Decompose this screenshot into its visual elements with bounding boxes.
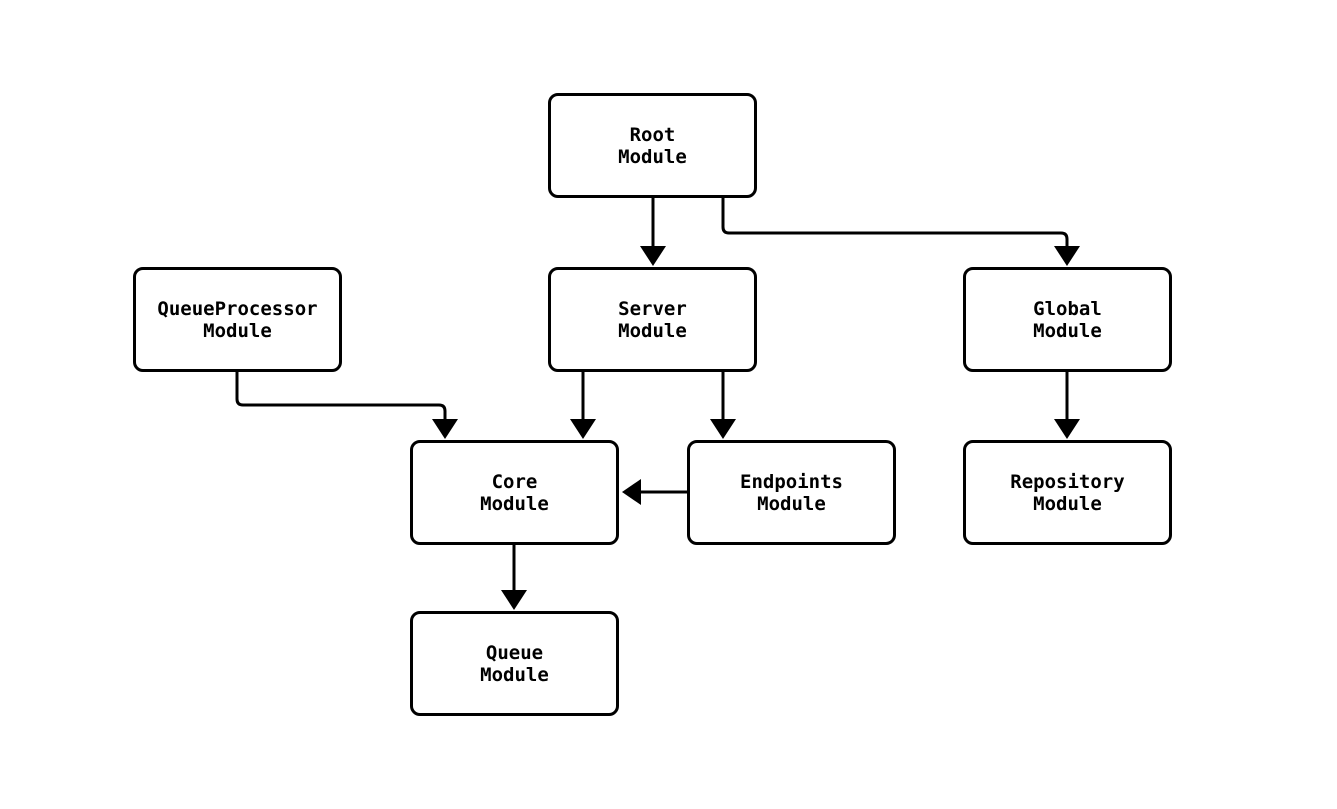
node-label: QueueProcessor Module xyxy=(157,297,318,342)
node-core-module: Core Module xyxy=(410,440,619,545)
node-label: Root Module xyxy=(618,123,687,168)
node-queue-module: Queue Module xyxy=(410,611,619,716)
arrowhead-left-icon xyxy=(622,479,641,505)
edge-root-to-server xyxy=(640,198,666,266)
edge-server-to-endpoints xyxy=(710,372,736,439)
edge-endpoints-to-core xyxy=(622,479,687,505)
node-label: Server Module xyxy=(618,297,687,342)
node-label: Endpoints Module xyxy=(740,470,843,515)
edge-queueprocessor-to-core xyxy=(235,372,458,439)
arrowhead-down-icon xyxy=(432,419,458,439)
node-label: Queue Module xyxy=(480,641,549,686)
node-global-module: Global Module xyxy=(963,267,1172,372)
node-queueprocessor-module: QueueProcessor Module xyxy=(133,267,342,372)
node-server-module: Server Module xyxy=(548,267,757,372)
node-label: Core Module xyxy=(480,470,549,515)
arrowhead-down-icon xyxy=(1054,419,1080,439)
node-endpoints-module: Endpoints Module xyxy=(687,440,896,545)
edge-core-to-queue xyxy=(501,545,527,610)
edge-global-to-repository xyxy=(1054,372,1080,439)
node-label: Repository Module xyxy=(1010,470,1125,515)
arrowhead-down-icon xyxy=(710,419,736,439)
node-root-module: Root Module xyxy=(548,93,757,198)
node-label: Global Module xyxy=(1033,297,1102,342)
arrowhead-down-icon xyxy=(501,590,527,610)
node-repository-module: Repository Module xyxy=(963,440,1172,545)
arrowhead-down-icon xyxy=(640,246,666,266)
arrowhead-down-icon xyxy=(570,419,596,439)
edge-server-to-core xyxy=(570,372,596,439)
edge-root-to-global xyxy=(721,198,1080,266)
arrowhead-down-icon xyxy=(1054,246,1080,266)
